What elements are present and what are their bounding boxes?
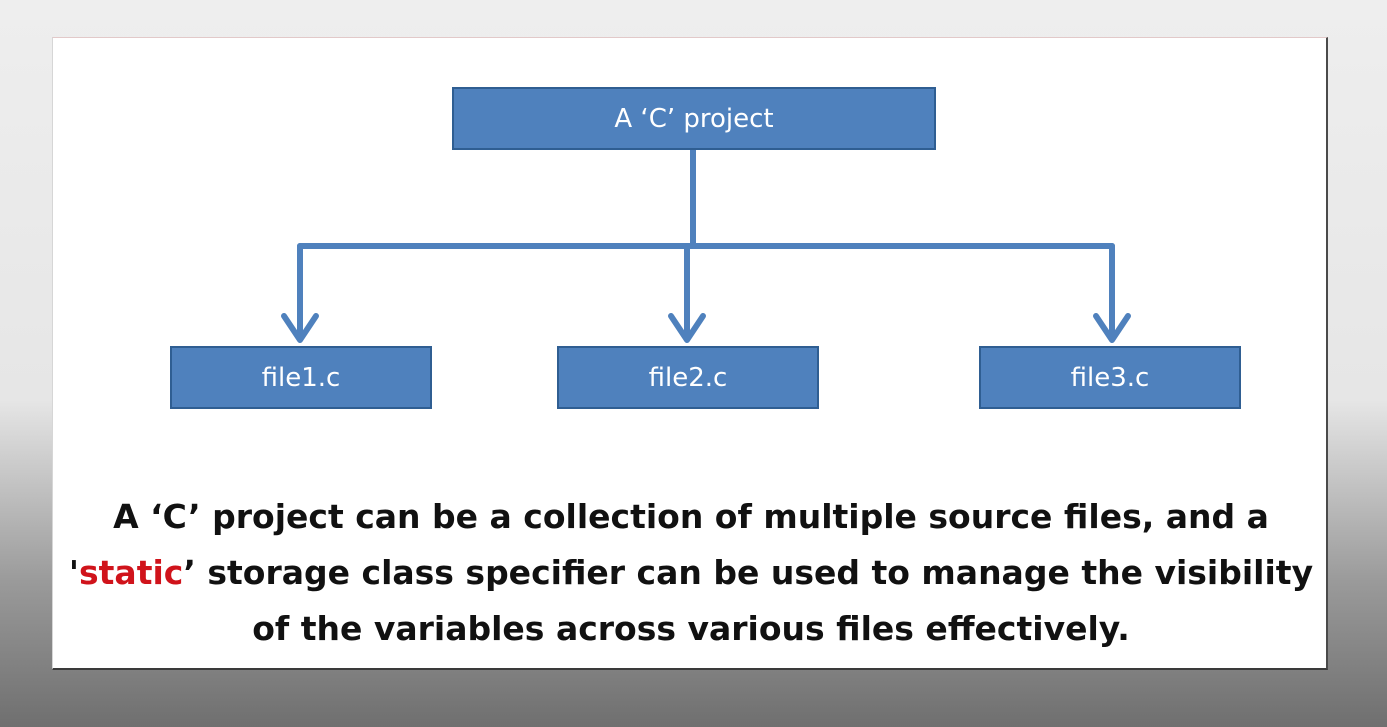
caption-line-2: 'static’ storage class specifier can be … xyxy=(53,545,1329,601)
caption-line-1: A ‘C’ project can be a collection of mul… xyxy=(113,497,1269,536)
arrowhead-file1 xyxy=(281,313,319,343)
arrowhead-file2 xyxy=(668,313,706,343)
slide: A ‘C’ project file1.c file2.c file3.c A … xyxy=(52,37,1328,670)
caption-line-2-rest: ’ storage class specifier can be used to… xyxy=(183,553,1314,592)
child-node-label: file2.c xyxy=(648,362,728,393)
child-node-file2: file2.c xyxy=(557,346,819,409)
child-node-file3: file3.c xyxy=(979,346,1241,409)
root-node-c-project: A ‘C’ project xyxy=(452,87,936,150)
child-node-label: file3.c xyxy=(1070,362,1150,393)
connector-lines xyxy=(281,147,1131,343)
static-keyword: static xyxy=(79,553,184,592)
root-node-label: A ‘C’ project xyxy=(614,103,774,134)
arrowhead-file3 xyxy=(1093,313,1131,343)
caption-text: A ‘C’ project can be a collection of mul… xyxy=(53,489,1329,657)
caption-quote-open: ' xyxy=(68,553,80,592)
child-node-label: file1.c xyxy=(261,362,341,393)
child-node-file1: file1.c xyxy=(170,346,432,409)
caption-line-3: of the variables across various files ef… xyxy=(252,609,1130,648)
